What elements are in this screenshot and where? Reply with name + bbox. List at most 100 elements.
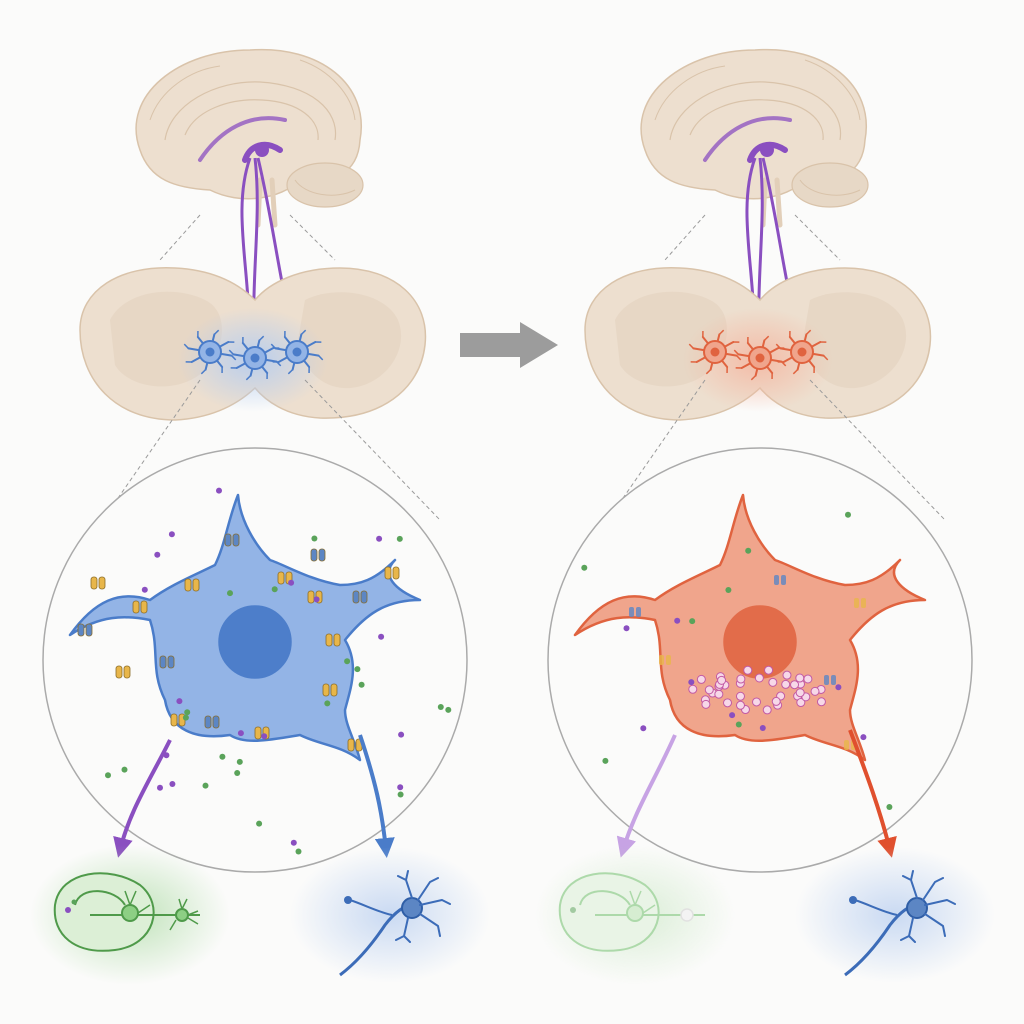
vesicle — [771, 696, 781, 706]
panel-baseline — [30, 48, 490, 985]
magnified-neuron-right — [573, 493, 927, 762]
vesicle — [736, 674, 746, 684]
vesicle — [781, 679, 791, 689]
output-arrow-left-purple — [113, 739, 172, 858]
brainstem-section-right — [584, 267, 932, 421]
panel-altered — [535, 48, 995, 985]
neuromodulator-particle — [397, 784, 404, 791]
neuromodulator-particle — [689, 618, 696, 625]
neuron-cluster-left — [183, 329, 324, 381]
neuromodulator-particle — [398, 731, 405, 738]
neuromodulator-particle — [295, 848, 302, 855]
receptor-channel — [277, 571, 293, 585]
brain-sagittal-left — [135, 48, 364, 356]
vesicle — [723, 698, 733, 708]
receptor-channel — [77, 623, 93, 637]
small-neuron-3 — [775, 329, 829, 375]
receptor-channel — [774, 575, 786, 585]
neuromodulator-particle — [354, 666, 361, 673]
receptor-channel — [115, 665, 131, 679]
vesicle — [762, 705, 772, 715]
vesicle — [701, 699, 711, 709]
vesicle — [743, 665, 753, 675]
vesicle — [752, 697, 762, 707]
neuromodulator-particle — [602, 757, 609, 764]
receptor-channel — [170, 713, 186, 727]
neuromodulator-particle — [313, 596, 320, 603]
neuron-nucleus — [723, 605, 797, 679]
small-neuron-2 — [228, 335, 282, 381]
receptor-channel — [204, 715, 220, 729]
neuromodulator-particle — [376, 535, 383, 542]
neuromodulator-particle — [256, 820, 263, 827]
vesicle — [810, 686, 820, 696]
neuromodulator-particle — [154, 551, 161, 558]
blue-target-right — [795, 847, 995, 983]
vesicle — [764, 665, 774, 675]
neuromodulator-particle — [168, 531, 175, 538]
receptor-channel — [224, 533, 240, 547]
neuromodulator-particle — [581, 564, 588, 571]
neuromodulator-particle — [445, 706, 452, 713]
neuromodulator-particle — [219, 753, 226, 760]
neuromodulator-particle — [437, 704, 444, 710]
output-arrow-left-blue — [358, 734, 395, 858]
neuromodulator-particle — [157, 784, 163, 791]
receptor-channel — [629, 607, 641, 617]
receptor-channel — [824, 675, 836, 685]
neuromodulator-particle — [261, 733, 268, 740]
small-neuron-2 — [733, 335, 787, 381]
receptor-channel — [854, 598, 866, 608]
small-neuron-1 — [183, 329, 237, 375]
receptor-channel — [659, 655, 671, 665]
neuromodulator-particle — [397, 791, 404, 798]
output-arrow-right-faded-purple — [616, 734, 677, 858]
neuromodulator-particle — [271, 586, 278, 593]
neuromodulator-particle — [288, 579, 295, 586]
vesicle — [796, 698, 806, 708]
small-neuron-3 — [270, 329, 324, 375]
neuromodulator-particles-right — [581, 511, 893, 810]
neuromodulator-particle — [344, 658, 351, 665]
vesicle — [688, 684, 698, 694]
vesicle — [816, 697, 826, 707]
vesicle — [768, 677, 778, 687]
neuromodulator-particle — [176, 698, 183, 705]
neuromodulator-particle — [688, 679, 695, 686]
neuron-nucleus — [218, 605, 292, 679]
neuromodulator-particle — [396, 535, 403, 542]
vesicle — [795, 688, 805, 698]
neuromodulator-particle — [311, 535, 318, 542]
neuromodulator-particle — [234, 770, 241, 776]
receptor-channel — [184, 578, 200, 592]
neuromodulator-particle — [290, 839, 297, 846]
neuromodulator-particle — [759, 725, 766, 731]
neuromodulator-particle — [105, 772, 111, 779]
neuromodulator-particle — [378, 633, 385, 640]
receptor-channel — [90, 576, 106, 590]
magnified-neuron-left — [68, 493, 422, 762]
neuromodulator-particle — [623, 625, 630, 632]
vesicle — [782, 670, 792, 680]
neuromodulator-particle — [121, 766, 128, 773]
neuromodulator-particle — [860, 734, 867, 741]
right-arrow-icon — [460, 322, 558, 368]
neuromodulator-particle — [358, 681, 365, 688]
vesicle — [704, 685, 714, 695]
green-target-left — [30, 845, 230, 985]
green-target-right-faded — [535, 845, 735, 985]
neuromodulator-particle — [886, 804, 893, 810]
neuromodulator-particle — [735, 721, 742, 728]
neuromodulator-particle — [745, 547, 752, 554]
neuromodulator-particle — [674, 617, 681, 624]
blue-target-left — [290, 847, 490, 983]
small-neuron-1 — [688, 329, 742, 375]
receptor-channel — [352, 590, 368, 604]
neuromodulator-particle — [202, 782, 209, 789]
vesicle — [754, 673, 764, 683]
neuromodulator-particle — [324, 700, 331, 707]
receptor-channel — [310, 548, 326, 562]
vesicle — [714, 689, 724, 699]
